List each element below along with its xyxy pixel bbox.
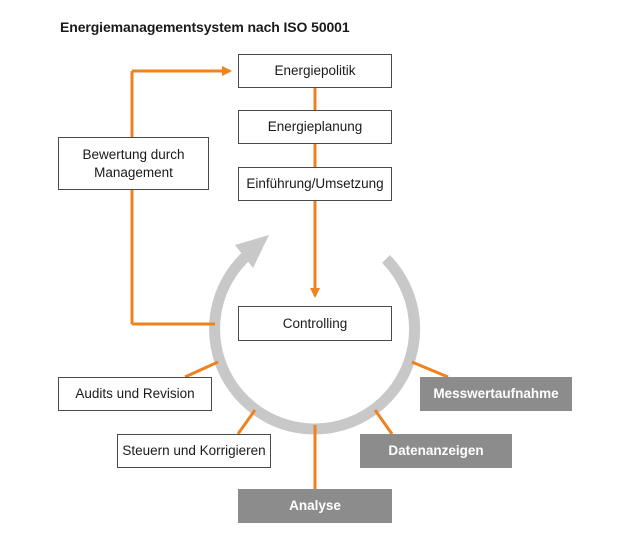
spoke-lines [184,360,449,489]
box-bewertung-durch-management: Bewertung durch Management [58,137,209,190]
box-analyse: Analyse [238,489,392,523]
box-messwertaufnahme: Messwertaufnahme [420,377,572,411]
box-einfuehrung-umsetzung: Einführung/Umsetzung [238,167,392,201]
diagram-title: Energiemanagementsystem nach ISO 50001 [60,19,350,35]
box-energieplanung: Energieplanung [238,110,392,144]
box-datenanzeigen: Datenanzeigen [360,434,512,468]
cycle-arrow [209,235,421,435]
box-controlling: Controlling [238,306,392,341]
feedback-loop-line [130,66,232,326]
box-audits-und-revision: Audits und Revision [58,377,212,411]
box-steuern-und-korrigieren: Steuern und Korrigieren [117,434,271,468]
box-energiepolitik: Energiepolitik [238,54,392,88]
